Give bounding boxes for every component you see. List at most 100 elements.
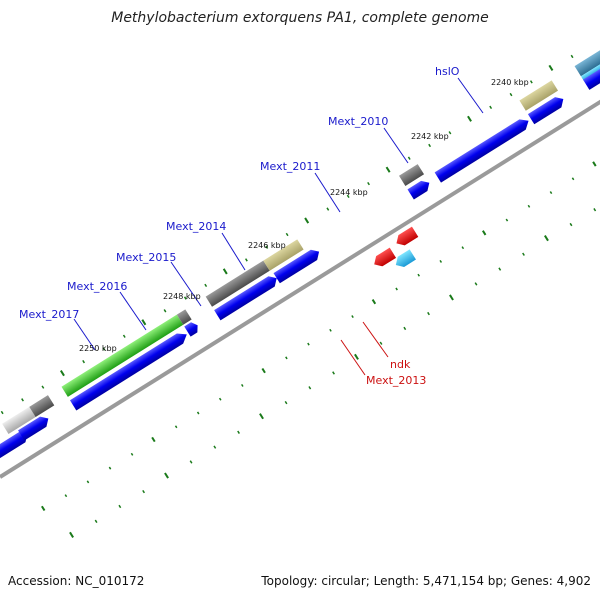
tick-mark [385, 166, 391, 173]
gene-label-mext2010[interactable]: Mext_2010 [328, 115, 388, 128]
gene-feature-mext2017[interactable] [61, 314, 184, 397]
tick-mark [285, 356, 288, 360]
gene-feature[interactable] [29, 395, 55, 418]
tick-mark [108, 466, 112, 470]
cds-arrow-ndk[interactable] [393, 249, 416, 270]
cds-arrow[interactable] [69, 329, 190, 411]
tick-mark [417, 273, 420, 277]
gene-feature-ndk[interactable] [393, 226, 419, 249]
tick-mark [259, 413, 264, 420]
tick-mark [69, 531, 74, 538]
tick-mark [498, 267, 502, 271]
tick-mark [183, 296, 187, 300]
tick-mark [482, 230, 487, 236]
tick-mark [527, 204, 531, 208]
tick-mark [529, 80, 533, 84]
tick-mark [174, 425, 178, 429]
genome-summary-text: Topology: circular; Length: 5,471,154 bp… [261, 574, 591, 588]
cds-arrow[interactable] [407, 178, 432, 200]
tick-mark [285, 232, 289, 237]
tick-mark [244, 258, 248, 262]
tick-mark [428, 143, 432, 148]
tick-mark [141, 319, 147, 326]
tick-mark [41, 505, 46, 512]
cds-arrow[interactable] [18, 413, 51, 441]
tick-mark [379, 341, 383, 345]
gene-feature[interactable] [2, 406, 36, 434]
tick-mark [222, 268, 228, 275]
cds-arrow[interactable] [214, 273, 280, 321]
tick-mark [329, 328, 332, 332]
tick-mark [548, 64, 554, 71]
gene-feature-mext2014[interactable] [263, 239, 304, 271]
gene-label-mext2017[interactable]: Mext_2017 [19, 308, 79, 321]
tick-row-middle [41, 161, 597, 512]
genome-backbone [0, 93, 600, 479]
tick-mark [213, 445, 217, 449]
gene-feature-mext2013[interactable] [371, 247, 397, 270]
tick-mark [474, 282, 478, 286]
gene-label-mext2016[interactable]: Mext_2016 [67, 280, 127, 293]
tick-mark [60, 370, 65, 377]
gene-feature-mext2011[interactable] [399, 164, 425, 186]
tick-mark [354, 353, 359, 360]
cds-arrow[interactable] [527, 94, 567, 125]
tick-mark [82, 360, 86, 364]
tick-mark [102, 347, 106, 351]
gene-feature-hslo[interactable] [519, 80, 559, 111]
tick-mark [64, 494, 68, 498]
tick-mark [265, 245, 269, 249]
tick-mark [549, 191, 553, 195]
tick-mark [403, 326, 407, 331]
tick-mark [505, 218, 509, 222]
tick-mark [371, 299, 377, 305]
tick-mark [489, 105, 493, 109]
tick-mark [122, 334, 126, 338]
cds-arrow[interactable] [184, 320, 201, 337]
tick-mark [0, 410, 4, 415]
scale-label: 2240 kbp [491, 78, 529, 87]
tick-mark [346, 194, 350, 199]
tick-mark [571, 177, 575, 181]
gene-feature[interactable] [176, 309, 192, 325]
gene-label-mext2015[interactable]: Mext_2015 [116, 251, 176, 264]
tick-mark [544, 235, 549, 242]
tick-mark [592, 161, 597, 167]
cds-arrow-mext2010[interactable] [434, 116, 532, 183]
cds-arrow[interactable] [273, 247, 322, 284]
tick-mark [237, 430, 240, 434]
gene-feature[interactable] [580, 60, 600, 82]
tick-mark [407, 156, 411, 160]
tick-mark [509, 92, 513, 97]
tick-mark [41, 385, 45, 389]
tick-mark [204, 283, 208, 288]
callout-lines [73, 77, 484, 376]
tick-mark [196, 411, 200, 415]
tick-mark [467, 115, 472, 122]
tick-mark [86, 480, 90, 484]
gene-feature[interactable] [574, 50, 600, 77]
tick-mark [304, 217, 310, 224]
scale-label: 2244 kbp [330, 188, 368, 197]
gene-label-ndk[interactable]: ndk [390, 358, 411, 371]
cds-arrow[interactable] [583, 61, 600, 90]
tick-mark [461, 246, 465, 250]
gene-label-mext2013[interactable]: Mext_2013 [366, 374, 426, 387]
tick-mark [118, 504, 122, 509]
gene-label-hslo[interactable]: hslO [435, 65, 460, 78]
gene-label-mext2014[interactable]: Mext_2014 [166, 220, 226, 233]
cds-arrow[interactable] [0, 429, 31, 464]
scale-label: 2242 kbp [411, 132, 449, 141]
tick-row-lower [69, 208, 597, 538]
tick-mark [151, 436, 156, 443]
tick-mark [307, 342, 310, 346]
tick-mark [351, 315, 354, 319]
gene-feature-mext2015[interactable] [205, 260, 270, 307]
tick-row-upper [0, 54, 574, 415]
tick-mark [326, 207, 330, 211]
scale-label: 2246 kbp [248, 241, 286, 250]
gene-label-mext2011[interactable]: Mext_2011 [260, 160, 320, 173]
tick-mark [332, 371, 335, 375]
tick-mark [189, 460, 193, 464]
